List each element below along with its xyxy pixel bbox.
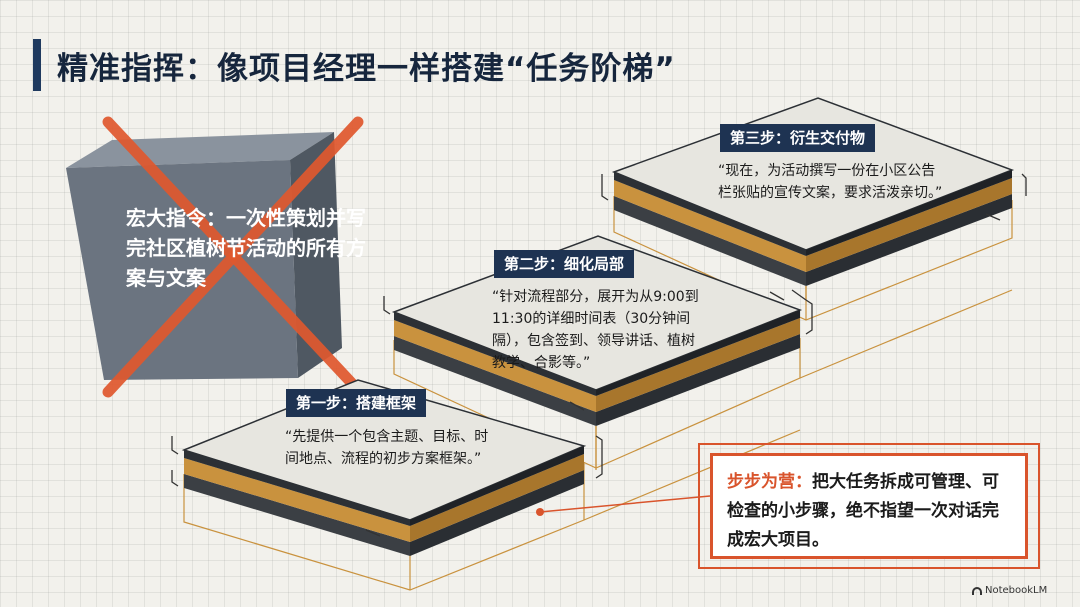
step-1-plate xyxy=(181,379,587,556)
step-1-quote: “先提供一个包含主题、目标、时间地点、流程的初步方案框架。” xyxy=(285,429,489,467)
step-3-plate xyxy=(611,97,1015,286)
summary-text: 把大任务拆成可管理、可检查的小步骤，绝不指望一次对话完成宏大项目。 xyxy=(727,472,999,550)
title-accent-bar xyxy=(33,39,41,91)
step-3-quote: “现在，为活动撰写一份在小区公告栏张贴的宣传文案，要求活泼亲切。” xyxy=(718,163,943,201)
page-title: 精准指挥：像项目经理一样搭建“任务阶梯” xyxy=(57,50,676,87)
big-instruction-text: 宏大指令：一次性策划并写完社区植树节活动的所有方案与文案 xyxy=(126,206,366,290)
logo-text: NotebookLM xyxy=(985,585,1048,596)
summary-box: 步步为营：把大任务拆成可管理、可检查的小步骤，绝不指望一次对话完成宏大项目。 xyxy=(710,453,1028,559)
summary-highlight: 步步为营： xyxy=(727,472,812,492)
step-3-label: 第三步：衍生交付物 xyxy=(720,124,876,152)
step-2-label: 第二步：细化局部 xyxy=(494,250,635,278)
concrete-block xyxy=(66,132,342,380)
step-connectors xyxy=(595,286,807,470)
notebooklm-logo-icon xyxy=(972,586,982,595)
corner-brackets xyxy=(171,173,1027,537)
summary-connector-line xyxy=(539,495,711,513)
reject-cross-icon xyxy=(102,116,366,398)
title-area: 精准指挥：像项目经理一样搭建“任务阶梯” xyxy=(33,39,676,91)
step-1-label: 第一步：搭建框架 xyxy=(286,389,427,417)
step-2-quote: “针对流程部分，展开为从9:00到11:30的详细时间表（30分钟间隔），包含签… xyxy=(492,289,699,371)
summary-connector-dot xyxy=(536,508,544,516)
notebooklm-logo: NotebookLM xyxy=(972,585,1047,596)
